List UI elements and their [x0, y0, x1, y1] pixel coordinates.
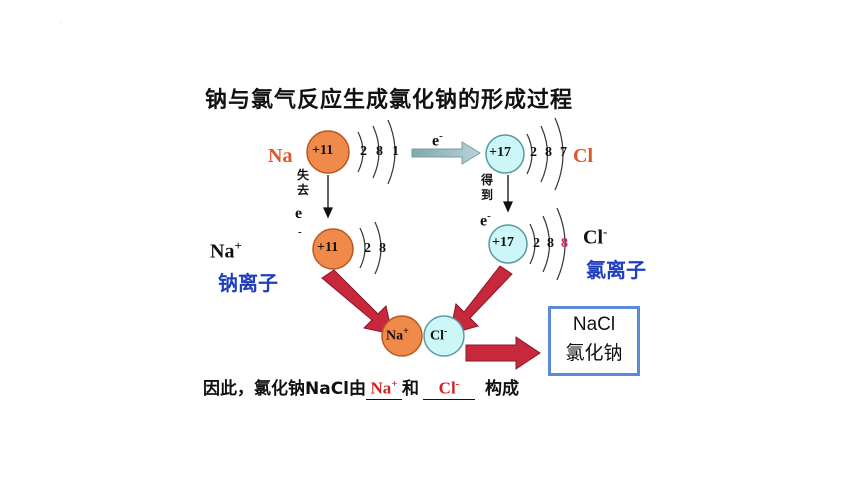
cl-ion-shell-3-highlight: 8	[561, 236, 568, 251]
cl-ion-nucleus	[488, 224, 528, 264]
cl-ion-symbol: Cl-	[583, 224, 608, 249]
product-box: NaCl 氯化钠	[548, 306, 640, 376]
transition-arrows	[322, 175, 514, 219]
lose-electron-label: 失去	[296, 168, 309, 197]
sentence-prefix: 因此，氯化钠NaCl由	[203, 379, 367, 399]
na-atom-nucleus-charge: +11	[312, 143, 334, 158]
na-ion-nucleus	[312, 228, 354, 270]
na-ion-nucleus-charge: +11	[317, 240, 339, 255]
blank-2: Cl-	[423, 378, 476, 400]
cl-ion-nucleus-charge: +17	[492, 235, 514, 250]
cl-atom-nucleus	[485, 134, 525, 174]
cl-ion-shells	[529, 207, 566, 281]
cl-atom-shells	[526, 117, 564, 191]
na-ion-shell-2: 8	[379, 241, 386, 256]
cl-ion-shell-2: 8	[547, 236, 554, 251]
cl-atom-shell-1: 2	[530, 145, 537, 160]
page-title: 钠与氯气反应生成氯化钠的形成过程	[205, 88, 574, 113]
blank-1: Na+	[366, 378, 403, 400]
na-ion-shell-1: 2	[364, 241, 371, 256]
cl-atom-shell-3: 7	[560, 145, 567, 160]
product-formula: NaCl	[572, 314, 616, 335]
transfer-electron-label: e-	[432, 130, 443, 150]
na-atom-nucleus	[306, 130, 350, 174]
gain-electron-symbol: e-	[480, 210, 491, 230]
na-atom-shell-3: 1	[392, 144, 399, 159]
lose-electron-symbol: e	[295, 205, 303, 222]
na-atom-shell-1: 2	[360, 144, 367, 159]
sentence-middle: 和	[402, 379, 420, 399]
cl-atom-symbol: Cl	[573, 145, 593, 167]
electron-transfer-arrow	[411, 141, 481, 165]
cl-ion-name: 氯离子	[586, 258, 646, 282]
na-atom-shells	[357, 119, 396, 185]
pair-cl-circle	[423, 315, 465, 357]
pair-na-label: Na+	[386, 326, 409, 344]
cl-ion-shell-1: 2	[533, 236, 540, 251]
pair-to-product-arrow	[465, 336, 541, 370]
na-ion-name: 钠离子	[218, 271, 278, 295]
na-atom-shell-2: 8	[376, 144, 383, 159]
pair-cl-label: Cl-	[430, 326, 448, 344]
lose-electron-charge: -	[298, 226, 302, 238]
gain-electron-label: 得到	[480, 173, 493, 202]
cl-atom-shell-2: 8	[545, 145, 552, 160]
na-ion-shells	[359, 221, 382, 275]
product-name: 氯化钠	[565, 342, 623, 364]
pair-na-circle	[381, 315, 423, 357]
na-atom-symbol: Na	[268, 145, 293, 167]
decorative-dot: ·	[60, 20, 62, 27]
na-to-pair-arrow	[321, 269, 393, 335]
na-ion-symbol: Na+	[210, 238, 242, 263]
cl-atom-nucleus-charge: +17	[489, 145, 511, 160]
sentence-suffix: 构成	[485, 379, 520, 399]
